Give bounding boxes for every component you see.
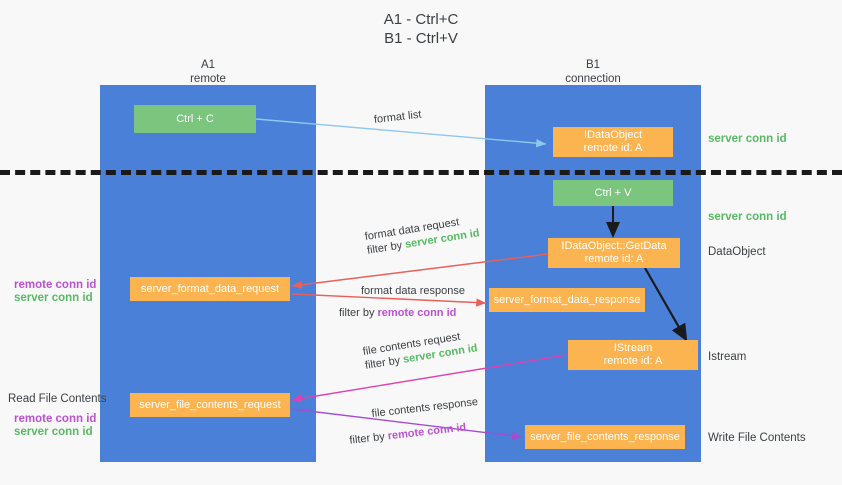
edge-label-format-list-text: format list [373, 108, 423, 126]
edge-label-file-contents-response-line1: file contents response [370, 396, 479, 421]
diagram-title: A1 - Ctrl+C B1 - Ctrl+V [0, 10, 842, 48]
node-idataobject-getdata[interactable]: IDataObject::GetData remote id: A [548, 238, 680, 268]
annotation-server-conn-id-top: server conn id [708, 133, 787, 145]
edge-label-format-data-response-filter: filter by remote conn id [339, 306, 465, 320]
node-ole-set-clipboard-line2: remote id: A [583, 142, 643, 154]
title-line-1: A1 - Ctrl+C [383, 11, 459, 28]
node-server-format-data-response[interactable]: server_format_data_response [489, 288, 645, 312]
filter-prefix: filter by [348, 430, 389, 447]
column-header-left: A1 remote [100, 58, 316, 86]
annotation-istream: Istream [708, 351, 747, 363]
edge-label-format-list: format list [373, 108, 422, 127]
node-server-file-contents-response-label: server_file_contents_response [530, 430, 680, 443]
edge-label-format-data-response: format data response filter by remote co… [339, 284, 465, 320]
node-ole-set-clipboard-line1: IDataObject [583, 129, 643, 141]
annotation-server-conn-id-second: server conn id [708, 211, 787, 223]
node-idataobject-getdata-line2: remote id: A [584, 253, 644, 265]
node-server-file-contents-response[interactable]: server_file_contents_response [525, 425, 685, 449]
node-istream-line2: remote id: A [603, 355, 663, 367]
annotation-read-file-contents: Read File Contents [8, 393, 107, 405]
edge-label-file-contents-response: file contents response filter by remote … [349, 395, 482, 447]
node-istream[interactable]: IStream remote id: A [568, 340, 698, 370]
node-ctrl-v[interactable]: Ctrl + V [553, 180, 673, 206]
column-right-name: B1 [585, 59, 601, 71]
column-left-name: A1 [200, 59, 216, 71]
filter-key-remote-conn-id: remote conn id [387, 421, 467, 443]
edge-label-file-contents-response-filter: filter by remote conn id [349, 419, 482, 448]
edge-label-file-contents-request: file contents request filter by server c… [362, 327, 479, 372]
node-istream-line1: IStream [613, 342, 653, 354]
node-idataobject-getdata-line1: IDataObject::GetData [561, 240, 667, 252]
edge-label-format-data-request: format data request filter by server con… [364, 212, 481, 257]
node-server-format-data-request[interactable]: server_format_data_request [130, 277, 290, 301]
column-left-role: remote [190, 73, 226, 85]
node-ole-set-clipboard[interactable]: IDataObject remote id: A [553, 127, 673, 157]
node-server-format-data-request-label: server_format_data_request [140, 282, 280, 295]
node-server-file-contents-request[interactable]: server_file_contents_request [130, 393, 290, 417]
column-right-role: connection [565, 73, 621, 85]
annotation-dataobject: DataObject [708, 246, 766, 258]
node-ctrl-v-label: Ctrl + V [594, 186, 632, 199]
node-ctrl-c-label: Ctrl + C [176, 112, 214, 125]
annotation-remote-conn-id-2: remote conn id [14, 413, 97, 425]
filter-key-remote-conn-id: remote conn id [377, 307, 457, 319]
title-line-2: B1 - Ctrl+V [384, 30, 458, 47]
clipboard-boundary-divider [0, 170, 842, 175]
annotation-server-conn-id-1: server conn id [14, 292, 93, 304]
annotation-remote-conn-id-1: remote conn id [14, 279, 97, 291]
edge-label-format-data-response-line1: format data response [361, 285, 465, 297]
filter-prefix: filter by [339, 307, 378, 319]
node-server-format-data-response-label: server_format_data_response [493, 293, 641, 306]
annotation-server-conn-id-2: server conn id [14, 426, 93, 438]
annotation-write-file-contents: Write File Contents [708, 432, 806, 444]
column-header-right: B1 connection [485, 58, 701, 86]
node-server-file-contents-request-label: server_file_contents_request [139, 398, 281, 411]
node-ctrl-c[interactable]: Ctrl + C [134, 105, 256, 133]
